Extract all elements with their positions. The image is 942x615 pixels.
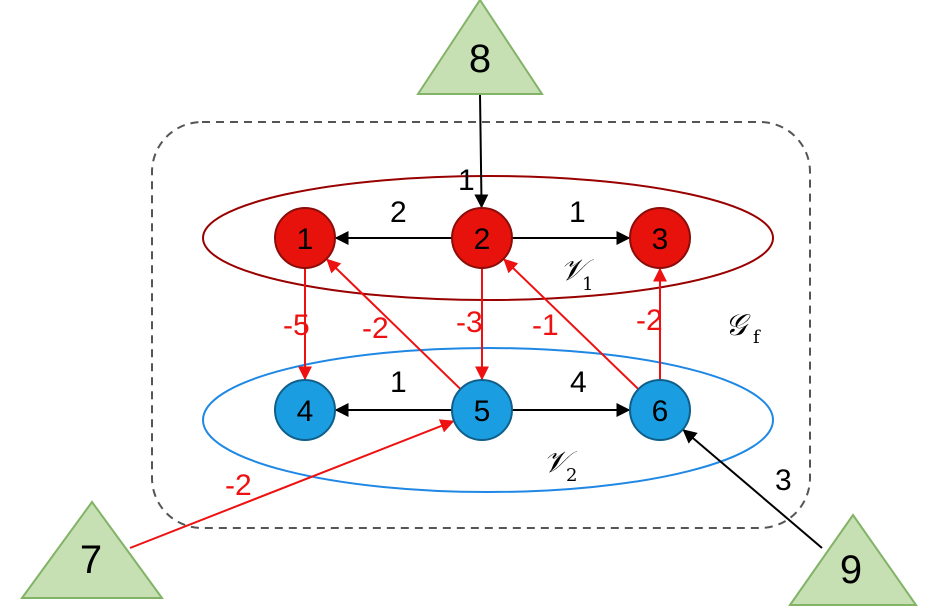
node-5-circle	[451, 379, 513, 441]
v1-set-subscript: 1	[582, 274, 593, 295]
edge-weight-5-to-1: -2	[362, 312, 389, 345]
external-node-8-label: 8	[469, 37, 491, 81]
node-3-label: 3	[652, 223, 669, 256]
node-1-circle	[274, 207, 336, 269]
v2-ellipse	[202, 347, 774, 493]
edge-weight-7-to-5: -2	[225, 469, 252, 502]
node-6-circle	[629, 379, 691, 441]
edge-9-to-6	[682, 429, 823, 549]
node-2-circle	[451, 207, 513, 269]
edge-weight-9-to-6: 3	[775, 464, 792, 497]
edge-7-to-5	[129, 419, 455, 549]
v2-set-subscript: 2	[566, 465, 577, 486]
edges-layer	[129, 93, 823, 549]
node-4-label: 4	[297, 395, 314, 428]
external-node-7-triangle	[20, 500, 164, 599]
edge-weights-layer: 2 1 1 1 4 3 -5 -2 -3 -1 -2 -2	[225, 164, 792, 502]
gf-boundary	[151, 121, 811, 529]
edge-weight-2-to-5: -3	[456, 306, 483, 339]
v1-ellipse	[202, 175, 774, 301]
nodes-layer: 1 2 3 4 5 6	[274, 207, 691, 441]
node-3-circle	[629, 207, 691, 269]
edge-weight-6-to-3: -2	[636, 304, 663, 337]
edge-weight-2-to-1: 2	[390, 196, 407, 229]
node-6-label: 6	[652, 395, 669, 428]
gf-set-label: 𝒢	[725, 308, 751, 343]
node-5-label: 5	[474, 395, 491, 428]
external-node-9-triangle	[788, 513, 918, 606]
external-node-8-triangle	[416, 0, 544, 95]
edge-weight-5-to-6: 4	[570, 366, 587, 399]
edge-weight-2-to-3: 1	[569, 196, 586, 229]
external-nodes-layer: 7 8 9	[20, 0, 918, 606]
node-4-circle	[274, 379, 336, 441]
edge-6-to-2	[503, 258, 640, 390]
external-node-7-label: 7	[80, 538, 102, 582]
node-2-label: 2	[474, 223, 491, 256]
node-1-label: 1	[297, 223, 314, 256]
edge-5-to-1	[326, 258, 462, 390]
edge-weight-1-to-4: -5	[283, 309, 310, 342]
gf-set-subscript: f	[753, 327, 761, 348]
edge-weight-5-to-4: 1	[390, 366, 407, 399]
edge-8-to-2	[474, 93, 489, 209]
edge-weight-6-to-2: -1	[532, 309, 559, 342]
external-node-9-label: 9	[840, 548, 862, 592]
edge-weight-8-to-2: 1	[458, 164, 475, 197]
